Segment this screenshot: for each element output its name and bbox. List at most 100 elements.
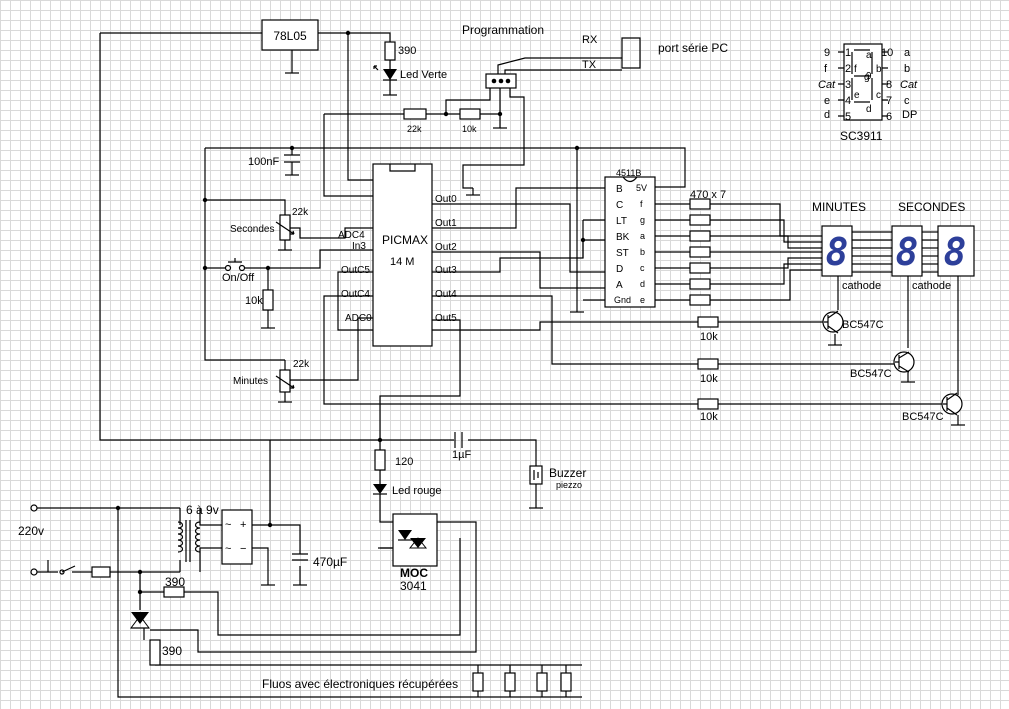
sc-inner-1: 1 (845, 47, 851, 59)
c100nf-label: 100nF (248, 156, 279, 168)
on-off-label: On/Off (222, 272, 255, 284)
buzzer-sub-label: piezzo (556, 480, 582, 490)
sc-pin-6: 6 (886, 111, 892, 123)
pot-minutes: 22k Minutes (233, 359, 310, 393)
dec-pin-d: D (616, 264, 623, 275)
sc-inner-2: 2 (845, 63, 851, 75)
sc-sig-c: c (904, 95, 910, 107)
picaxe-clock: 14 M (390, 256, 414, 268)
moc-name: MOC (400, 566, 428, 580)
dec-pin-g: g (640, 215, 645, 225)
dec-pin-gnd: Gnd (614, 295, 631, 305)
fluos-label: Fluos avec électroniques récupérées (262, 677, 458, 691)
svg-text:~: ~ (225, 519, 231, 531)
prog-resistors: 22k 10k (403, 108, 481, 134)
sc3911-pinout: 9 f Cat e d 1 2 3 4 5 a f g b 9 e c d 10… (818, 43, 918, 143)
r10k-prog-label: 10k (462, 124, 477, 134)
display-minutes: MINUTES 8 cathode (812, 200, 881, 292)
r10k-t1-label: 10k (700, 331, 718, 343)
dec-pin-f: f (640, 199, 643, 209)
sc-sig-f: f (824, 63, 828, 75)
pot-secondes: 22k Secondes (230, 207, 309, 241)
svg-text:+: + (240, 519, 246, 531)
led-rouge: 120 Led rouge (373, 449, 442, 497)
sc-inner-g: g (864, 72, 870, 83)
pin-adc4: ADC4 (338, 230, 365, 241)
moc-3041: MOC 3041 (392, 513, 438, 593)
sc-sig-cat-left: Cat (818, 79, 836, 91)
r10k-switch-label: 10k (245, 295, 263, 307)
sc-pin-9: 9 (824, 47, 830, 59)
sc-inner-c: c (876, 90, 881, 101)
pin-out1: Out1 (435, 218, 457, 229)
svg-text:8: 8 (896, 230, 919, 274)
dec-pin-b-out: b (640, 247, 645, 257)
decoder-4511: 4511B B C LT BK ST D A Gnd 5V f g a b c … (604, 168, 656, 308)
wires (36, 32, 965, 698)
sc-inner-3: 3 (845, 79, 851, 91)
pin-out4: Out4 (435, 289, 457, 300)
led-rouge-label: Led rouge (392, 485, 442, 497)
dec-pin-e-out: e (640, 295, 645, 305)
dec-pin-c: C (616, 200, 623, 211)
sc-sig-a: a (904, 47, 911, 59)
picaxe-name: PICMAX (382, 233, 428, 247)
pot-secondes-value: 22k (292, 207, 309, 218)
r120-label: 120 (395, 456, 413, 468)
tx-label: TX (582, 59, 597, 71)
switch-on-off: On/Off 10k (222, 258, 274, 311)
rx-label: RX (582, 34, 598, 46)
capacitor-1uf-buzzer: 1µF Buzzer piezzo (452, 432, 586, 490)
pin-out0: Out0 (435, 194, 457, 205)
triac-section: 390 390 (130, 575, 185, 666)
pin-adc0: ADC0 (345, 313, 372, 324)
decoder-name: 4511B (616, 168, 641, 178)
dec-pin-b: B (616, 184, 623, 195)
sc-inner-e: e (854, 90, 860, 101)
sc-sig-b: b (904, 63, 910, 75)
svg-text:−: − (240, 543, 246, 555)
sc-inner-a: a (866, 50, 872, 61)
sc-sig-d: d (824, 109, 830, 121)
r10k-t3-label: 10k (700, 411, 718, 423)
regulator-label: 78L05 (273, 29, 307, 43)
power-supply: 220v 6 à 9v ~~ +− 470µF (18, 503, 347, 578)
led-verte-label: Led Verte (400, 69, 447, 81)
minutes-title: MINUTES (812, 200, 866, 214)
c1uf-label: 1µF (452, 449, 471, 461)
moc-number: 3041 (400, 579, 427, 593)
picaxe-chip: PICMAX 14 M ADC4 In3 OutC5 OutC4 ADC0 Ou… (338, 163, 457, 347)
svg-text:8: 8 (826, 230, 849, 274)
programming-header: Programmation RX TX port série PC (462, 23, 728, 89)
dec-pin-st: ST (616, 248, 629, 259)
transistor-drivers: 10k 10k 10k BC547C BC547C BC547C (697, 310, 963, 423)
display-ref-label: SC3911 (840, 129, 883, 143)
dec-pin-c-out: c (640, 263, 645, 273)
sc-inner-9: 9 (866, 71, 872, 82)
display-secondes: SECONDES 8 8 cathode (891, 200, 975, 292)
sc-sig-e: e (824, 95, 830, 107)
r390-b-label: 390 (162, 644, 182, 658)
mains-label: 220v (18, 524, 44, 538)
sc-inner-4: 4 (845, 95, 851, 107)
pin-in3: In3 (352, 241, 366, 252)
pot-minutes-value: 22k (293, 359, 310, 370)
dec-pin-a-out: a (640, 231, 645, 241)
sc-sig-dp: DP (902, 109, 917, 121)
fluo-lamps: Fluos avec électroniques récupérées (262, 672, 572, 692)
pin-outc4: OutC4 (341, 289, 370, 300)
sc-sig-cat-right: Cat (900, 79, 918, 91)
transistor3-label: BC547C (902, 411, 944, 423)
sc-pin-7: 7 (886, 95, 892, 107)
sc-inner-f: f (854, 64, 857, 75)
secondes-title: SECONDES (898, 200, 965, 214)
dec-pin-5v: 5V (636, 183, 647, 193)
r-led-verte-label: 390 (398, 45, 416, 57)
pin-out5: Out5 (435, 313, 457, 324)
transistor1-label: BC547C (842, 319, 884, 331)
sc-pin-10: 10 (881, 47, 893, 59)
sc-inner-b: b (876, 64, 882, 75)
cathode1-label: cathode (842, 280, 881, 292)
